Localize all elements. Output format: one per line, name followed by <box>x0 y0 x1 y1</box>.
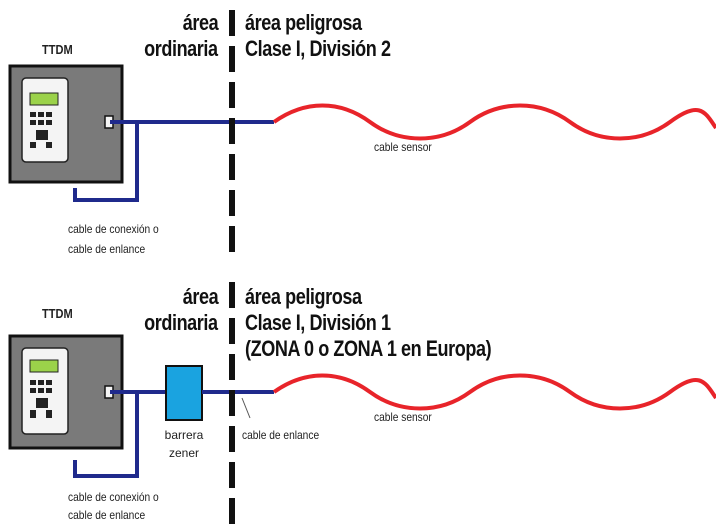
top-controller-keypad <box>30 112 52 148</box>
top-ordinary-area-line1: área <box>182 10 219 35</box>
barrier-label-line2: zener <box>168 446 200 460</box>
top-controller-faceplate <box>21 77 69 163</box>
top-ordinary-area-line2: ordinaria <box>144 36 218 61</box>
top-connection-cable <box>73 120 139 202</box>
bottom-sensor-cable <box>272 373 716 411</box>
top-ttdm-controller <box>8 64 124 184</box>
bottom-connection-cable <box>73 390 139 478</box>
top-connection-cable-label-line2: cable de enlance <box>68 242 146 256</box>
bottom-controller-keypad <box>30 380 52 418</box>
bottom-hazard-area-line1: área peligrosa <box>245 284 362 309</box>
bottom-ordinary-area-line2: ordinaria <box>144 310 218 335</box>
bottom-sensor-cable-label: cable sensor <box>374 410 432 424</box>
bottom-ttdm-controller <box>8 334 124 450</box>
bottom-ttdm-label: TTDM <box>42 306 73 321</box>
bottom-hazard-area-line2: Clase I, División 1 <box>245 310 391 335</box>
top-connection-cable-label-line1: cable de conexión o <box>68 222 159 236</box>
bottom-connection-cable-label-line2: cable de enlance <box>68 508 146 522</box>
barrier-label-line1: barrera <box>164 428 204 442</box>
bottom-link-cable-label: cable de enlance <box>242 428 320 442</box>
bottom-connection-cable-label-line1: cable de conexión o <box>68 490 159 504</box>
zener-barrier <box>165 365 203 421</box>
top-sensor-cable <box>272 103 716 141</box>
top-controller-display <box>29 92 59 106</box>
top-hazard-area-line1: área peligrosa <box>245 10 362 35</box>
bottom-hazard-area-line3: (ZONA 0 o ZONA 1 en Europa) <box>245 336 492 361</box>
top-hazard-area-line2: Clase I, División 2 <box>245 36 391 61</box>
top-sensor-cable-label: cable sensor <box>374 140 432 154</box>
link-cable-pointer <box>241 397 251 419</box>
bottom-controller-display <box>29 359 59 373</box>
top-ttdm-label: TTDM <box>42 42 73 57</box>
bottom-ordinary-area-line1: área <box>182 284 219 309</box>
